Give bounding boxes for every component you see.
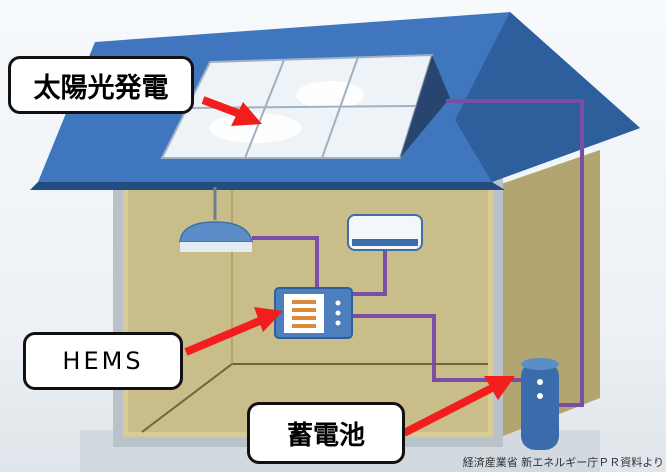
panel-shadow — [400, 55, 450, 158]
solar-power-label: 太陽光発電 — [8, 56, 194, 114]
hems-label: HEMS — [23, 332, 183, 390]
arrow-to-solar-panel — [201, 96, 262, 126]
storage-battery-label: 蓄電池 — [247, 402, 405, 464]
ceiling-light-icon — [179, 221, 253, 252]
air-conditioner-icon — [347, 214, 423, 251]
callout-arrows — [184, 96, 515, 437]
solar-panel-icon — [160, 53, 434, 159]
hems-controller-icon — [274, 287, 353, 339]
arrow-to-hems — [184, 307, 283, 356]
power-wires — [252, 99, 584, 407]
source-credit: 経済産業省 新エネルギー庁ＰＲ資料より — [462, 456, 664, 469]
arrow-to-battery — [402, 376, 515, 437]
roof-side — [455, 12, 640, 182]
roof-eave — [30, 182, 505, 190]
storage-battery-icon — [521, 358, 559, 450]
